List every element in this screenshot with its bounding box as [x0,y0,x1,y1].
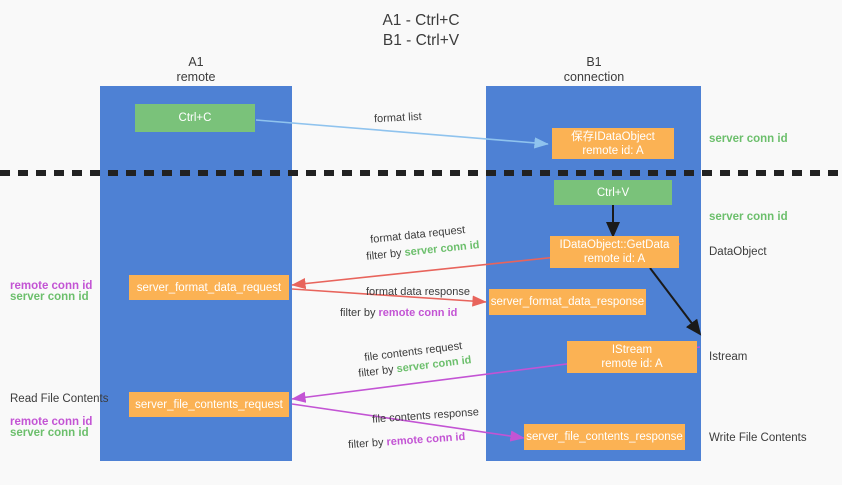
node-server-format-data-request[interactable]: server_format_data_request [129,275,289,300]
label-server-conn-id-top: server conn id [709,133,788,145]
node-ctrl-v-label: Ctrl+V [596,186,630,199]
label-remote-conn-id-2: remote conn id [10,416,93,428]
label-read-file-contents: Read File Contents [10,393,109,405]
page-title: A1 - Ctrl+C B1 - Ctrl+V [0,11,842,51]
label-server-conn-id-1: server conn id [10,291,89,303]
edge-label-format-data-response-filter: filter by remote conn id [340,307,458,319]
node-istream[interactable]: IStream remote id: A [567,341,697,373]
title-line-1: A1 - Ctrl+C [382,12,460,29]
node-server-file-contents-request[interactable]: server_file_contents_request [129,392,289,417]
label-istream: Istream [709,351,748,363]
node-ctrl-c-label: Ctrl+C [178,112,212,124]
node-save-idataobject-line1: 保存IDataObject [571,130,655,143]
lane-b1-header: B1 connection [530,55,658,85]
node-save-idataobject[interactable]: 保存IDataObject remote id: A [552,128,674,159]
node-server-file-contents-response-label: server_file_contents_response [526,431,683,443]
title-line-2: B1 - Ctrl+V [382,32,460,49]
node-istream-line1: IStream [611,344,653,356]
node-server-format-data-response-label: server_format_data_response [490,296,645,308]
node-idataobject-getdata[interactable]: IDataObject::GetData remote id: A [550,236,679,268]
lane-a1-header: A1 remote [120,55,272,85]
lane-b1-name: B1 [586,55,602,69]
label-dataobject: DataObject [709,246,767,258]
label-server-conn-id-mid: server conn id [709,211,788,223]
node-server-file-contents-request-label: server_file_contents_request [135,398,283,411]
label-server-conn-id-2: server conn id [10,427,89,439]
node-istream-line2: remote id: A [601,358,663,370]
node-idataobject-getdata-line1: IDataObject::GetData [559,239,670,251]
label-write-file-contents: Write File Contents [709,432,807,444]
edge-label-file-contents-response-filter: filter by remote conn id [347,430,466,452]
edge-label-format-list: format list [373,110,422,126]
lane-b1-sub: connection [563,70,625,84]
trust-boundary-divider [0,170,842,176]
node-ctrl-c[interactable]: Ctrl+C [135,104,255,132]
label-remote-conn-id-1: remote conn id [10,280,93,292]
node-server-format-data-request-label: server_format_data_request [136,281,282,294]
edge-label-format-data-response: format data response [366,286,470,298]
node-server-format-data-response[interactable]: server_format_data_response [489,289,646,315]
node-save-idataobject-line2: remote id: A [582,144,644,157]
lane-a1-sub: remote [176,70,216,84]
node-server-file-contents-response[interactable]: server_file_contents_response [524,424,685,450]
node-ctrl-v[interactable]: Ctrl+V [554,180,672,205]
lane-a1-name: A1 [188,55,204,69]
node-idataobject-getdata-line2: remote id: A [583,253,646,265]
edge-label-file-contents-response: file contents response [371,406,480,426]
